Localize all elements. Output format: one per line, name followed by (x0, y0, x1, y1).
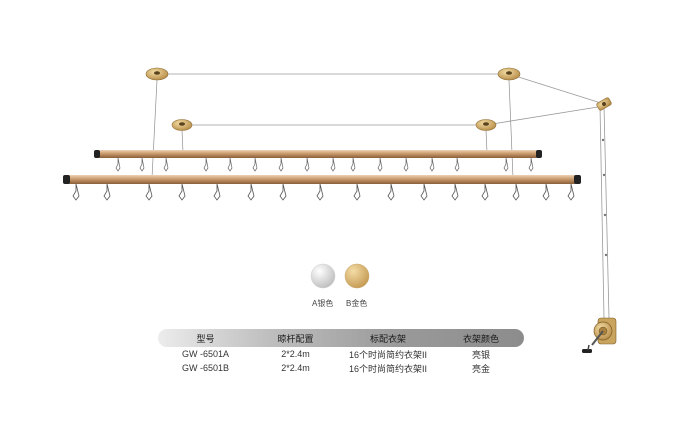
back-hanger-hooks (115, 157, 534, 172)
header-rod-config: 晾杆配置 (277, 333, 314, 344)
hanger-color-cell: 亮银 (471, 349, 490, 360)
pulley-icon (145, 67, 169, 81)
hanging-wires (151, 79, 514, 179)
gold-color-swatch (344, 263, 370, 289)
spec-table-header: 型号 晾杆配置 标配衣架 衣架颜色 (158, 329, 524, 347)
front-drying-rod (63, 175, 581, 201)
pulley-icon (475, 119, 497, 131)
hangers-cell: 16个时尚简约衣架II (348, 363, 427, 374)
silver-swatch-label: A银色 (312, 299, 334, 308)
rod-config-cell: 2*2.4m (281, 349, 310, 359)
pulley-icon (497, 67, 521, 81)
hanger-color-cell: 亮金 (471, 363, 490, 374)
spec-table: 型号 晾杆配置 标配衣架 衣架颜色 GW -6501A 2*2.4m 16个时尚… (158, 329, 524, 375)
ceiling-pulleys (145, 67, 612, 131)
model-cell: GW -6501B (181, 363, 230, 373)
gold-swatch-label: B金色 (346, 299, 368, 308)
cable-beads (601, 138, 608, 257)
silver-color-swatch (310, 263, 336, 289)
corner-pulley-icon (596, 97, 612, 111)
back-drying-rod (94, 150, 542, 172)
hand-crank-icon (582, 317, 617, 353)
table-row: GW -6501A 2*2.4m 16个时尚简约衣架II 亮银 (158, 347, 524, 361)
header-model: 型号 (196, 333, 215, 344)
front-hanger-hooks (72, 183, 575, 201)
hangers-cell: 16个时尚简约衣架II (348, 349, 427, 360)
ceiling-cables (157, 73, 610, 319)
header-hanger-color: 衣架颜色 (462, 333, 499, 344)
rod-config-cell: 2*2.4m (281, 363, 310, 373)
header-standard-hangers: 标配衣架 (369, 333, 406, 344)
table-row: GW -6501B 2*2.4m 16个时尚简约衣架II 亮金 (158, 361, 524, 375)
pulley-icon (171, 119, 193, 131)
model-cell: GW -6501A (181, 349, 230, 359)
